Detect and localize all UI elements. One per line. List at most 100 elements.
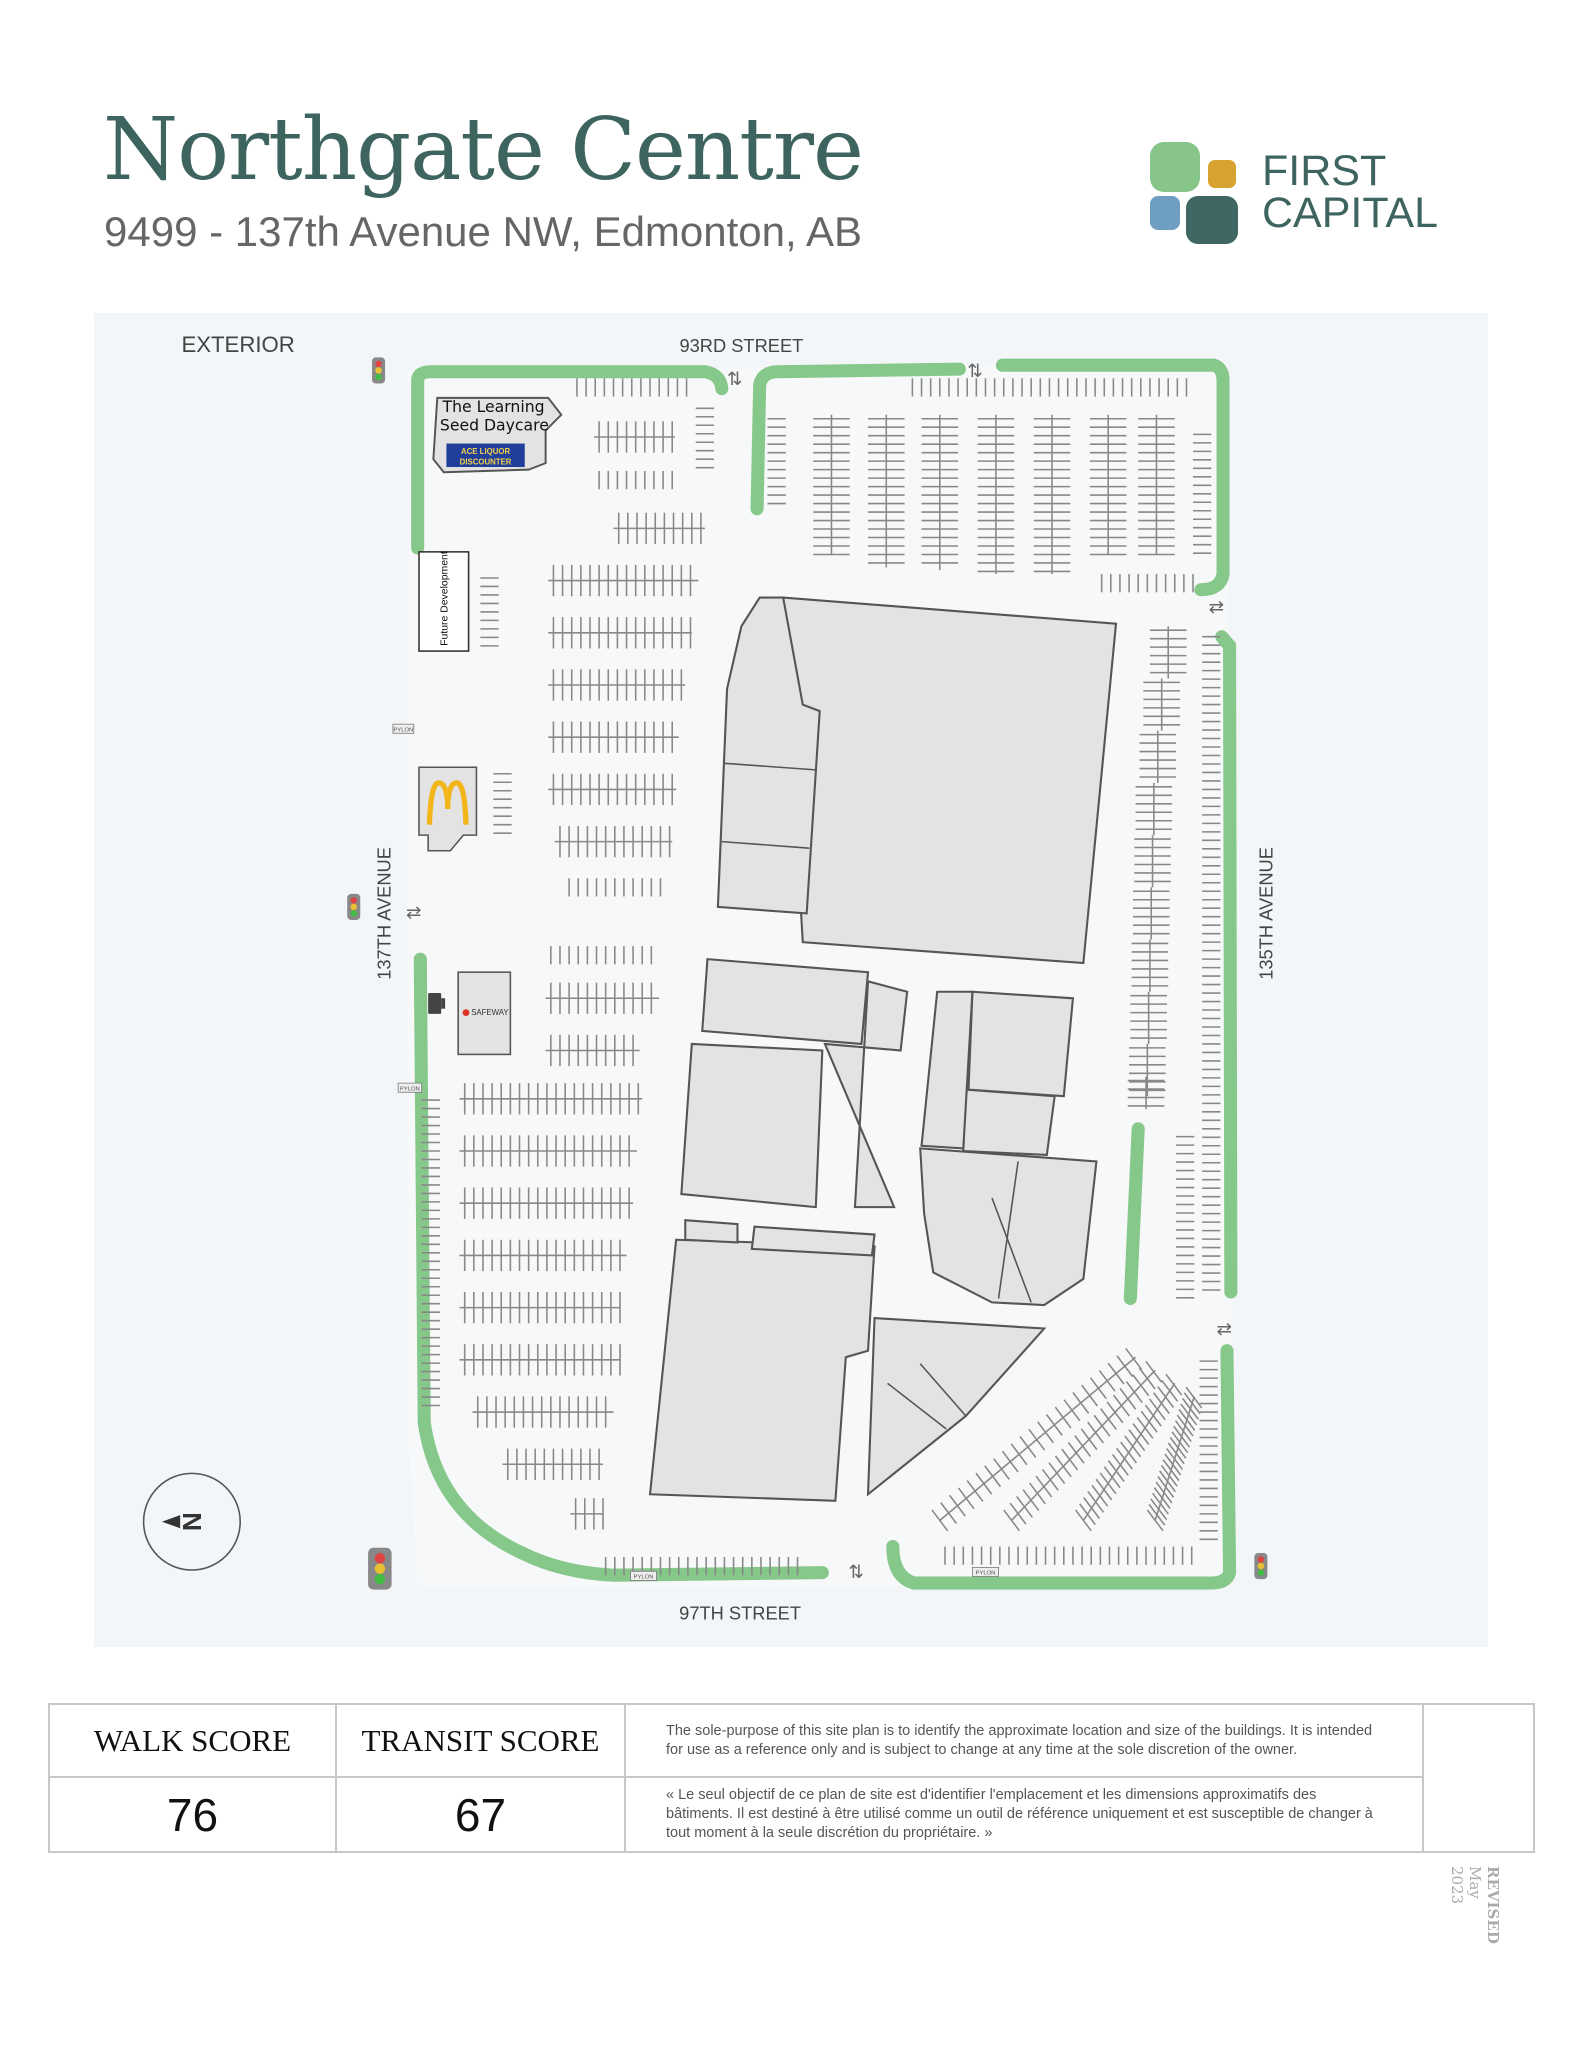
parking-stall-line bbox=[1112, 1394, 1130, 1417]
daycare-label-2: Seed Daycare bbox=[440, 415, 549, 434]
shops-east-mid bbox=[962, 1088, 1056, 1156]
ace-liquor-label-2: DISCOUNTER bbox=[460, 457, 512, 466]
scores-table: WALK SCORE TRANSIT SCORE 76 67 The sole-… bbox=[48, 1703, 1535, 1853]
disclaimer-french: « Le seul objectif de ce plan de site es… bbox=[626, 1778, 1424, 1851]
building-dividers bbox=[721, 762, 1032, 1430]
parking-stall-line bbox=[1083, 1497, 1101, 1519]
parking-stall-line bbox=[1107, 1362, 1125, 1385]
future-development-parcel bbox=[418, 551, 470, 652]
parking-stall-line bbox=[1111, 1453, 1129, 1476]
parking-stall-line bbox=[1119, 1387, 1137, 1410]
shops-centre-east bbox=[823, 979, 909, 1209]
parking-stall-line bbox=[1087, 1421, 1105, 1444]
parking-stall-line bbox=[1148, 1503, 1166, 1526]
parking-stall-line bbox=[1003, 1509, 1021, 1532]
parking-stall-line bbox=[931, 1509, 949, 1532]
parking-stall-line bbox=[957, 1487, 975, 1510]
parking-stall-line bbox=[1145, 1360, 1163, 1383]
parking-stall-line bbox=[1028, 1482, 1046, 1505]
parking-stall-line bbox=[1173, 1425, 1191, 1448]
parking-stall-line bbox=[1037, 1421, 1054, 1444]
parking-stalls bbox=[421, 378, 1221, 1576]
street-label-east: 135TH AVENUE bbox=[1256, 847, 1277, 980]
parking-stall-line bbox=[1132, 1423, 1150, 1445]
transit-score-value: 67 bbox=[337, 1778, 626, 1851]
parking-stall-line bbox=[1174, 1420, 1192, 1443]
parking-stall-line bbox=[1185, 1386, 1203, 1409]
parking-stall-line bbox=[1144, 1404, 1162, 1427]
parking-stall-line bbox=[1159, 1470, 1176, 1493]
parking-stall-line bbox=[939, 1356, 1137, 1521]
parking-stall-line bbox=[1157, 1386, 1175, 1408]
parking-stall-line bbox=[1146, 1509, 1164, 1532]
parking-stall-line bbox=[1041, 1468, 1059, 1491]
parking-stall-line bbox=[1164, 1453, 1182, 1476]
parking-stall-line bbox=[1035, 1475, 1053, 1498]
parking-stall-line bbox=[1103, 1466, 1121, 1489]
shops-east-column bbox=[920, 990, 974, 1150]
site-map: The Learning Seed Daycare ACE LIQUOR DIS… bbox=[94, 313, 1488, 1647]
transit-score-label: TRANSIT SCORE bbox=[337, 1705, 626, 1778]
parking-stall-line bbox=[1022, 1489, 1040, 1512]
street-label-north: 93RD STREET bbox=[679, 335, 803, 356]
parking-stall-line bbox=[966, 1480, 984, 1502]
parking-stall-line bbox=[1150, 1498, 1168, 1521]
svg-text:PYLON: PYLON bbox=[634, 1574, 654, 1580]
parking-stall-line bbox=[1091, 1484, 1109, 1507]
logo-text-capital: CAPITAL bbox=[1262, 189, 1439, 237]
parking-stall-line bbox=[1074, 1509, 1092, 1532]
pylon-sign: PYLON bbox=[392, 723, 415, 734]
parking-stall-line bbox=[1079, 1503, 1096, 1526]
anchor-building-south bbox=[648, 1238, 876, 1502]
logo-mark-icon bbox=[1150, 142, 1238, 244]
two-way-access-arrow-icon: ⇄ bbox=[406, 902, 421, 923]
logo-text-first: FIRST bbox=[1262, 147, 1387, 195]
parking-stall-line bbox=[1153, 1392, 1170, 1415]
parking-stall-line bbox=[1169, 1436, 1187, 1459]
parking-stall-line bbox=[1089, 1377, 1107, 1400]
parking-stall-line bbox=[1054, 1406, 1072, 1429]
revised-month: May bbox=[1466, 1866, 1484, 1899]
parking-stall-line bbox=[1166, 1448, 1184, 1470]
parking-stall-line bbox=[1019, 1436, 1037, 1458]
parking-stall-line bbox=[1125, 1381, 1143, 1403]
svg-text:PYLON: PYLON bbox=[393, 727, 413, 733]
two-way-access-arrow-icon: ⇄ bbox=[1209, 596, 1224, 617]
parking-stall-line bbox=[1074, 1435, 1092, 1457]
landscaping bbox=[411, 358, 1238, 1590]
parking-stall-line bbox=[1153, 1487, 1171, 1509]
safeway-logo-icon bbox=[462, 1009, 470, 1017]
parking-stall-line bbox=[1100, 1408, 1117, 1430]
view-label: EXTERIOR bbox=[181, 332, 294, 357]
parking-stall-line bbox=[993, 1458, 1010, 1480]
parking-stall-line bbox=[1155, 1481, 1173, 1504]
parking-stall-line bbox=[1054, 1455, 1072, 1478]
parking-stall-line bbox=[1116, 1447, 1133, 1470]
revision-stamp: REVISED May 2023 bbox=[1448, 1866, 1502, 1944]
parking-stall-line bbox=[1061, 1448, 1079, 1471]
svg-text:PYLON: PYLON bbox=[400, 1086, 420, 1092]
north-compass: N bbox=[142, 1472, 241, 1571]
parking-stall-line bbox=[1010, 1443, 1028, 1466]
parking-stall-line bbox=[1181, 1397, 1199, 1420]
parking-stall-line bbox=[1140, 1410, 1158, 1433]
shops-centre-block bbox=[680, 1042, 824, 1209]
parking-stall-line bbox=[1132, 1374, 1150, 1397]
parking-stall-line bbox=[1081, 1384, 1099, 1407]
parking-stall-line bbox=[1116, 1355, 1134, 1378]
street-label-west: 137TH AVENUE bbox=[373, 847, 394, 980]
shops-south-kiosks bbox=[684, 1219, 876, 1257]
parking-stall-line bbox=[1125, 1347, 1143, 1370]
parking-stall-line bbox=[1151, 1492, 1169, 1515]
parking-stall-line bbox=[1180, 1403, 1198, 1426]
mcdonalds-logo-icon bbox=[426, 780, 469, 825]
safeway-label: SAFEWAY bbox=[471, 1008, 509, 1017]
traffic-light-icon bbox=[368, 1547, 392, 1590]
street-label-south: 97TH STREET bbox=[679, 1603, 801, 1624]
shops-west-strip bbox=[716, 596, 821, 915]
parking-stall-line bbox=[1107, 1460, 1125, 1482]
parking-stall-line bbox=[1009, 1502, 1027, 1525]
pylon-sign: PYLON bbox=[397, 1082, 423, 1093]
parking-stall-line bbox=[1171, 1431, 1189, 1454]
parking-stall-line bbox=[975, 1472, 993, 1495]
